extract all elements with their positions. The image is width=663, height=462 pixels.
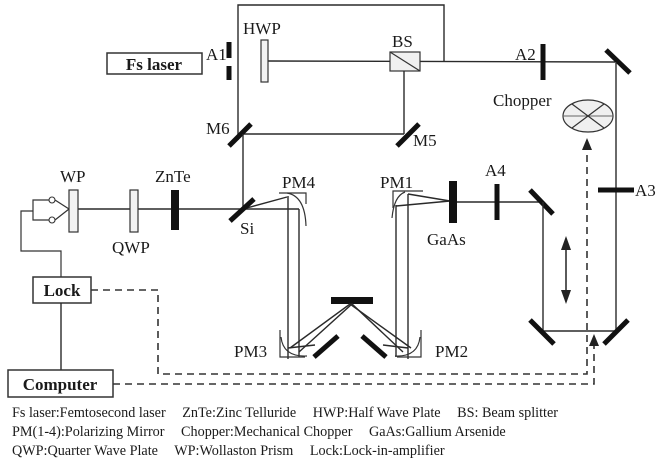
silicon-wafer [228, 197, 256, 223]
a1-label: A1 [206, 45, 227, 64]
sample [331, 297, 373, 304]
znte-crystal [171, 190, 179, 230]
lock-in-amplifier-box: Lock [32, 276, 92, 304]
chopper-ref-arrow-icon [582, 138, 592, 150]
thz-setup-diagram: Fs laser A1 HWP BS A2 A3 Chopper M5 M6 [7, 4, 656, 398]
a2-label: A2 [515, 45, 536, 64]
computer-box: Computer [7, 369, 114, 398]
parabolic-mirror-pm2 [394, 330, 422, 358]
legend-item: Lock:Lock-in-amplifier [309, 443, 445, 459]
legend-item: QWP:Quarter Wave Plate [12, 443, 158, 459]
computer-label: Computer [23, 375, 98, 394]
delay-stage-arrow-icon [561, 236, 571, 304]
mirror-delay-bottom-right [602, 318, 630, 346]
main-beam [267, 60, 616, 63]
pm2-label: PM2 [435, 342, 468, 361]
m6-label: M6 [206, 119, 230, 138]
legend-item: ZnTe:Zinc Telluride [182, 405, 297, 421]
a4-label: A4 [485, 161, 506, 180]
mirror-delay-top [528, 188, 555, 216]
lock-chopper-dashed-line [91, 148, 588, 375]
chopper [562, 99, 614, 133]
mirror-m5 [395, 122, 421, 148]
legend-item: BS: Beam splitter [457, 405, 559, 421]
legend-item: PM(1-4):Polarizing Mirror [12, 424, 165, 440]
mirror-top-right [604, 48, 632, 75]
gaas-label: GaAs [427, 230, 466, 249]
legend-row-1: Fs laser:Femtosecond laser ZnTe:Zinc Tel… [12, 404, 662, 423]
delay-line-beam [542, 202, 616, 332]
legend-row-2: PM(1-4):Polarizing Mirror Chopper:Mechan… [12, 423, 662, 442]
wp-label: WP [60, 167, 86, 186]
fs-laser-label: Fs laser [126, 55, 183, 74]
a3-label: A3 [635, 181, 656, 200]
parabolic-mirror-pm3 [279, 330, 308, 358]
beam-splitter [389, 51, 421, 72]
mirror-pm2-side [360, 334, 388, 359]
si-to-pm4-beam [242, 196, 288, 210]
lock-label: Lock [44, 281, 81, 300]
gaas-to-pm1-beam-a [395, 200, 451, 207]
top-beam-frame [237, 4, 445, 140]
m5-label: M5 [413, 131, 437, 150]
legend: Fs laser:Femtosecond laser ZnTe:Zinc Tel… [12, 404, 662, 461]
v-beams [287, 303, 412, 353]
computer-stage-dashed-line [113, 344, 595, 385]
hwp-label: HWP [243, 19, 281, 38]
chopper-label: Chopper [493, 91, 552, 110]
wollaston-prism [68, 189, 79, 233]
qwp-label: QWP [112, 238, 150, 257]
pm1-label: PM1 [380, 173, 413, 192]
half-wave-plate [260, 39, 269, 83]
legend-item: Fs laser:Femtosecond laser [12, 405, 166, 421]
stage-control-arrow-icon [589, 334, 599, 346]
bs-label: BS [392, 32, 413, 51]
parabolic-mirror-pm1 [391, 190, 423, 219]
gaas-emitter [449, 181, 457, 223]
pm4-label: PM4 [282, 173, 316, 192]
legend-item: GaAs:Gallium Arsenide [368, 424, 506, 440]
balanced-detector [20, 196, 70, 277]
parabolic-mirror-pm4 [279, 192, 307, 227]
legend-item: HWP:Half Wave Plate [312, 405, 441, 421]
znte-label: ZnTe [155, 167, 191, 186]
gaas-to-pm1-beam-b [407, 193, 451, 202]
pm3-label: PM3 [234, 342, 267, 361]
si-label: Si [240, 219, 254, 238]
legend-row-3: QWP:Quarter Wave Plate WP:Wollaston Pris… [12, 442, 662, 461]
fs-laser-box: Fs laser [106, 52, 203, 75]
legend-item: WP:Wollaston Prism [174, 443, 294, 459]
mirror-delay-bottom-left [528, 318, 556, 346]
quarter-wave-plate [129, 189, 139, 233]
mirror-m6 [227, 122, 253, 148]
mirror-pm3-side [312, 334, 340, 359]
legend-item: Chopper:Mechanical Chopper [181, 424, 353, 440]
